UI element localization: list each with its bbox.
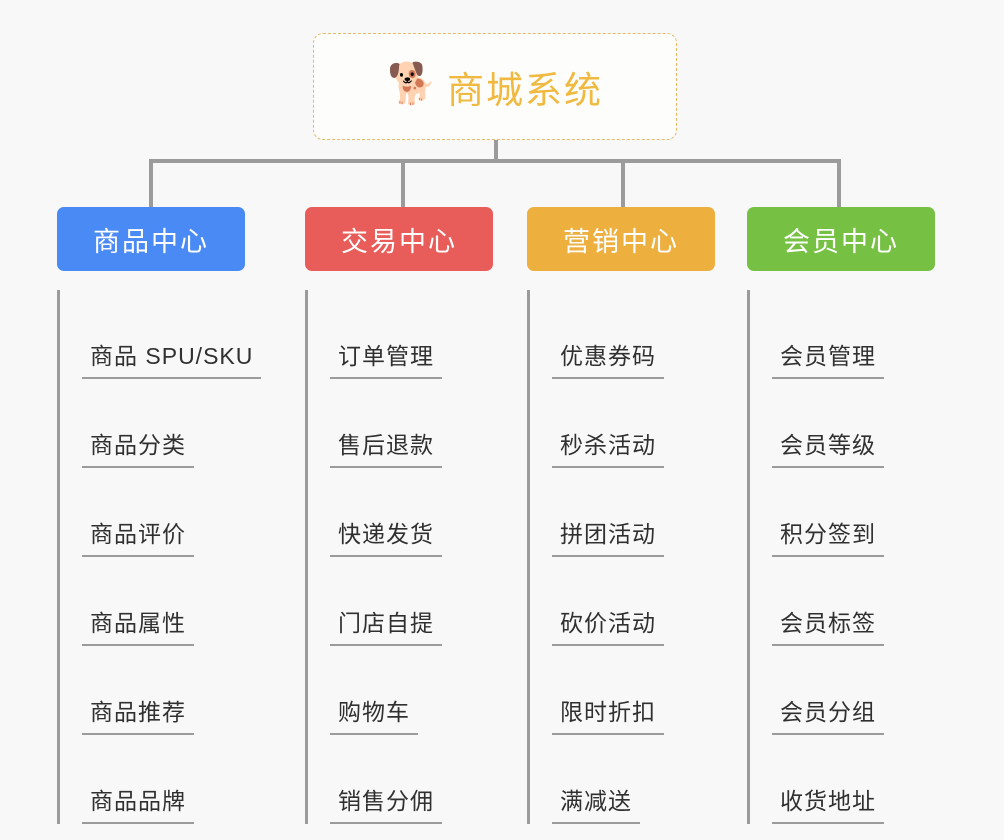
category-header-2[interactable]: 交易中心	[305, 207, 493, 271]
sub-item-label: 限时折扣	[552, 693, 664, 735]
sub-item-list-3: 优惠券码 秒杀活动 拼团活动 砍价活动 限时折扣 满减送	[527, 290, 715, 824]
list-item[interactable]: 门店自提	[308, 557, 493, 646]
sub-item-label: 商品分类	[82, 426, 194, 468]
root-node[interactable]: 🐕 商城系统	[313, 33, 677, 140]
list-item[interactable]: 收货地址	[750, 735, 935, 824]
connector-drop-4	[837, 159, 841, 207]
list-item[interactable]: 会员等级	[750, 379, 935, 468]
list-item[interactable]: 会员分组	[750, 646, 935, 735]
list-item[interactable]: 商品品牌	[60, 735, 245, 824]
sub-item-label: 收货地址	[772, 782, 884, 824]
list-item[interactable]: 积分签到	[750, 468, 935, 557]
connector-drop-1	[149, 159, 153, 207]
sub-item-label: 商品推荐	[82, 693, 194, 735]
sub-item-list-4: 会员管理 会员等级 积分签到 会员标签 会员分组 收货地址	[747, 290, 935, 824]
list-item[interactable]: 商品属性	[60, 557, 245, 646]
sub-item-list-1: 商品 SPU/SKU 商品分类 商品评价 商品属性 商品推荐 商品品牌	[57, 290, 262, 824]
branch-column-3: 营销中心 优惠券码 秒杀活动 拼团活动 砍价活动 限时折扣 满减送	[527, 207, 715, 824]
sub-item-label: 购物车	[330, 693, 418, 735]
list-item[interactable]: 满减送	[530, 735, 715, 824]
sub-item-label: 商品品牌	[82, 782, 194, 824]
list-item[interactable]: 售后退款	[308, 379, 493, 468]
list-item[interactable]: 商品分类	[60, 379, 245, 468]
list-item[interactable]: 商品 SPU/SKU	[60, 290, 262, 379]
sub-item-list-2: 订单管理 售后退款 快递发货 门店自提 购物车 销售分佣	[305, 290, 493, 824]
list-item[interactable]: 商品推荐	[60, 646, 245, 735]
category-header-4[interactable]: 会员中心	[747, 207, 935, 271]
list-item[interactable]: 快递发货	[308, 468, 493, 557]
list-item[interactable]: 秒杀活动	[530, 379, 715, 468]
connector-drop-3	[621, 159, 625, 207]
list-item[interactable]: 商品评价	[60, 468, 245, 557]
sub-item-label: 积分签到	[772, 515, 884, 557]
sub-item-label: 会员管理	[772, 337, 884, 379]
list-item[interactable]: 订单管理	[308, 290, 493, 379]
list-item[interactable]: 会员管理	[750, 290, 935, 379]
sub-item-label: 会员分组	[772, 693, 884, 735]
list-item[interactable]: 限时折扣	[530, 646, 715, 735]
sub-item-label: 会员等级	[772, 426, 884, 468]
sub-item-label: 砍价活动	[552, 604, 664, 646]
sub-item-label: 拼团活动	[552, 515, 664, 557]
sub-item-label: 订单管理	[330, 337, 442, 379]
sub-item-label: 满减送	[552, 782, 640, 824]
list-item[interactable]: 销售分佣	[308, 735, 493, 824]
list-item[interactable]: 购物车	[308, 646, 493, 735]
category-header-1[interactable]: 商品中心	[57, 207, 245, 271]
list-item[interactable]: 砍价活动	[530, 557, 715, 646]
sub-item-label: 会员标签	[772, 604, 884, 646]
sub-item-label: 商品属性	[82, 604, 194, 646]
sub-item-label: 快递发货	[330, 515, 442, 557]
sub-item-label: 优惠券码	[552, 337, 664, 379]
sub-item-label: 售后退款	[330, 426, 442, 468]
connector-horizontal-bar	[149, 159, 841, 163]
branch-column-2: 交易中心 订单管理 售后退款 快递发货 门店自提 购物车 销售分佣	[305, 207, 493, 824]
list-item[interactable]: 会员标签	[750, 557, 935, 646]
branch-column-1: 商品中心 商品 SPU/SKU 商品分类 商品评价 商品属性 商品推荐 商品品牌	[57, 207, 262, 824]
sub-item-label: 销售分佣	[330, 782, 442, 824]
branch-column-4: 会员中心 会员管理 会员等级 积分签到 会员标签 会员分组 收货地址	[747, 207, 935, 824]
connector-root-stem	[494, 140, 498, 163]
sub-item-label: 商品评价	[82, 515, 194, 557]
sub-item-label: 商品 SPU/SKU	[82, 337, 262, 379]
sub-item-label: 门店自提	[330, 604, 442, 646]
sub-item-label: 秒杀活动	[552, 426, 664, 468]
list-item[interactable]: 拼团活动	[530, 468, 715, 557]
root-title: 商城系统	[447, 69, 603, 111]
category-header-3[interactable]: 营销中心	[527, 207, 715, 271]
list-item[interactable]: 优惠券码	[530, 290, 715, 379]
shiba-inu-face-icon: 🐕	[387, 61, 437, 106]
connector-drop-2	[401, 159, 405, 207]
